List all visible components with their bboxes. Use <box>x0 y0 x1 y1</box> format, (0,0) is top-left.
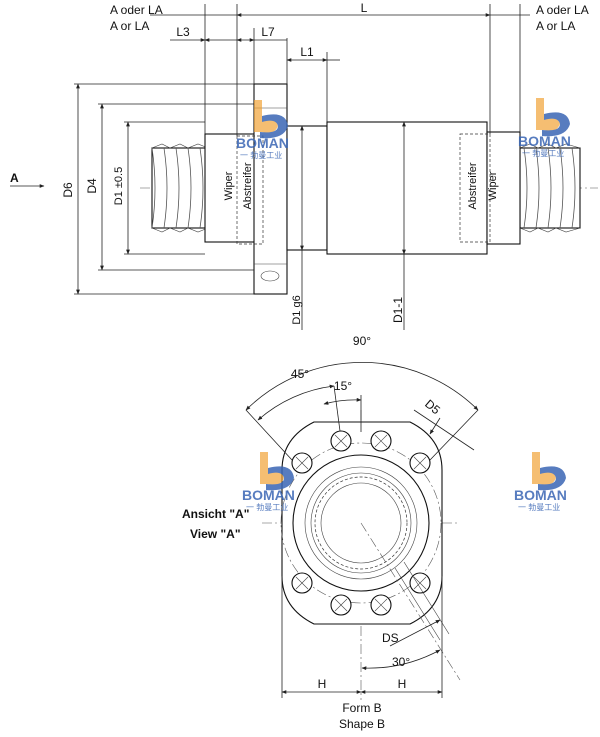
abstreifer-label-right: Abstreifer <box>467 162 479 209</box>
bolt-hole <box>291 452 313 474</box>
bolt-hole <box>370 430 392 452</box>
view-label: View "A" <box>190 527 241 541</box>
wiper-right-hidden <box>459 133 491 243</box>
dim-D1-tol: D1 ±0.5 <box>113 167 125 205</box>
logo-brand: BOMAN <box>514 487 567 503</box>
ansicht-label: Ansicht "A" <box>182 507 249 521</box>
dim-D1-1: D1-1 <box>391 297 405 323</box>
dim-D6: D6 <box>61 182 75 198</box>
dim-L3: L3 <box>176 25 190 39</box>
left-screw-thread <box>151 143 209 233</box>
logo-subtitle: 一 勃曼工业 <box>246 502 288 512</box>
a-oder-la-left: A oder LA <box>110 3 163 17</box>
dim-H-right: H <box>398 677 407 691</box>
bolt-hole <box>409 572 431 594</box>
logo-subtitle: 一 勃曼工业 <box>518 502 560 512</box>
bolt-hole <box>330 594 352 616</box>
a-or-la-left: A or LA <box>110 19 149 33</box>
logo-subtitle: 一 勃曼工业 <box>522 148 564 158</box>
angle-90: 90° <box>353 334 371 348</box>
bolt-hole <box>330 430 352 452</box>
logo-brand: BOMAN <box>518 133 571 149</box>
wiper-label-right: Wiper <box>487 171 499 200</box>
abstreifer-label-left: Abstreifer <box>242 162 254 209</box>
dim-L7: L7 <box>261 25 275 39</box>
front-view: 90° 45° 15° D5 DS 30° H H Ansicht "A" Vi… <box>182 334 479 731</box>
bolt-hole <box>409 452 431 474</box>
angle-15: 15° <box>334 379 352 393</box>
shape-b-label: Shape B <box>339 717 385 731</box>
a-oder-la-right: A oder LA <box>536 3 589 17</box>
form-b-label: Form B <box>342 701 381 715</box>
nut-right-body <box>486 131 521 245</box>
watermark-logo: BOMAN 一 勃曼工业 <box>236 100 289 160</box>
a-or-la-right: A or LA <box>536 19 575 33</box>
logo-subtitle: 一 勃曼工业 <box>240 150 282 160</box>
angle-30: 30° <box>392 655 410 669</box>
dim-D4: D4 <box>85 178 99 194</box>
nut-middle-body <box>286 125 328 251</box>
wiper-left-hidden <box>236 135 264 245</box>
watermark-logo: BOMAN 一 勃曼工业 <box>514 452 567 512</box>
dim-D5: D5 <box>422 397 443 418</box>
wiper-label-left: Wiper <box>223 171 235 200</box>
watermark-logo: BOMAN 一 勃曼工业 <box>242 452 295 512</box>
flange-hole <box>260 270 280 282</box>
right-screw-thread <box>519 143 581 233</box>
dim-DS: DS <box>382 631 399 645</box>
bolt-hole <box>291 572 313 594</box>
dim-L: L <box>361 1 368 15</box>
dim-L1: L1 <box>300 45 314 59</box>
angle-45: 45° <box>291 367 309 381</box>
view-arrow-label: A <box>10 171 19 185</box>
dim-H-left: H <box>318 677 327 691</box>
side-view: Wiper Abstreifer Abstreifer Wiper L L3 L… <box>10 1 598 330</box>
bolt-holes <box>291 430 431 616</box>
dim-D1-g6: D1 g6 <box>291 295 303 324</box>
logo-brand: BOMAN <box>242 487 295 503</box>
bolt-hole <box>370 594 392 616</box>
watermark-logo: BOMAN 一 勃曼工业 <box>518 98 571 158</box>
nut-main-cylinder <box>326 121 488 255</box>
logo-brand: BOMAN <box>236 135 289 151</box>
